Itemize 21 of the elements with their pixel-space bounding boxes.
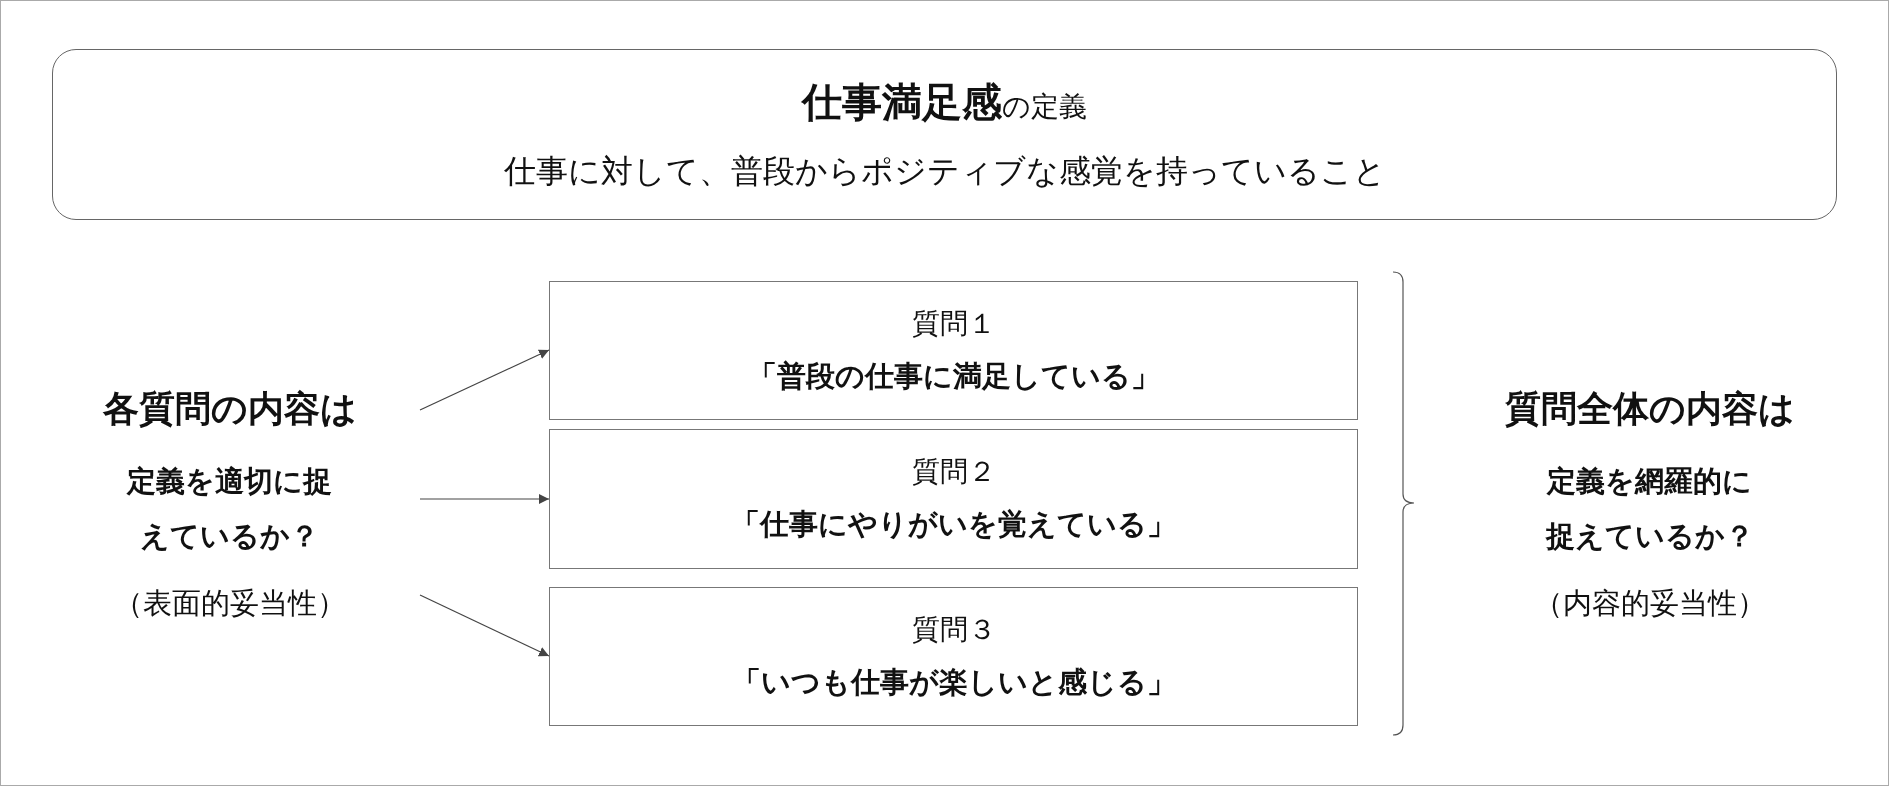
question-number: 質問２ [911,454,996,490]
question-box [549,281,1358,420]
question-text: 「いつも仕事が楽しいと感じる」 [731,663,1176,701]
validity-note: （内容的妥当性） [1534,585,1766,623]
question-text: 「普段の仕事に満足している」 [747,357,1160,395]
question-box [549,429,1358,569]
validity-note: （表面的妥当性） [114,585,346,623]
question-text: 定義を適切に捉えているか？ [125,463,334,556]
question-number: 質問３ [911,611,996,648]
question-text: 「仕事にやりがいを覚えている」 [731,506,1176,543]
arrow [419,594,550,657]
question-text: 定義を網羅的に捉えているか？ [1545,463,1755,556]
definition-box [52,49,1837,220]
arrow [419,494,550,504]
definition-text: 仕事に対して、普段からポジティブな感覚を持っていること [503,151,1386,192]
question-number: 質問１ [911,305,996,342]
question-box [549,587,1358,726]
definition-title: 仕事満足感の定義 [802,78,1087,127]
question-heading: 質問全体の内容は [1505,387,1795,431]
question-heading: 各質問の内容は [103,387,357,431]
arrow [419,349,550,411]
